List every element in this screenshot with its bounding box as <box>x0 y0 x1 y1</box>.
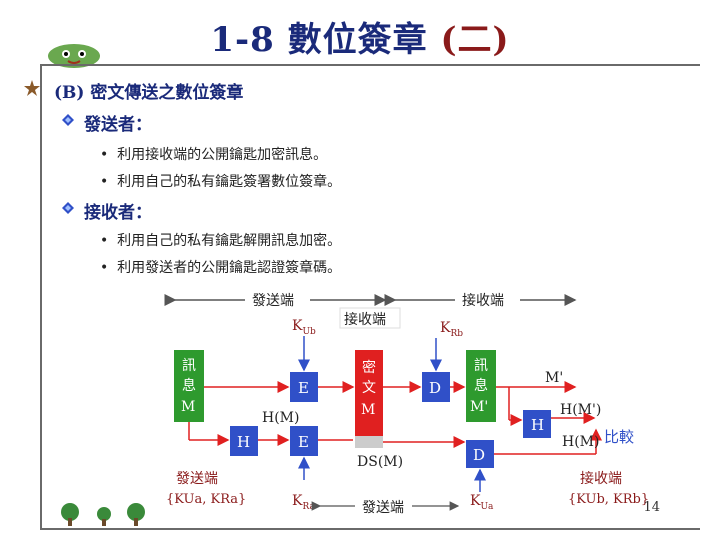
hash-box-label: H <box>237 433 250 451</box>
top-rule <box>40 64 700 66</box>
recv-msg-char-3: M' <box>470 399 488 415</box>
title-main: 1-8 數位簽章 <box>210 20 441 60</box>
receiver-keys-set: {KUb, KRb} <box>568 492 649 507</box>
section-heading: (B) 密文傳送之數位簽章 <box>54 83 244 103</box>
m-prime-label: M' <box>545 370 563 386</box>
receiver-bullet-2: • 利用發送者的公開鑰匙認證簽章碼。 <box>100 260 342 276</box>
key-kua-label: KUa <box>470 493 494 512</box>
cipher-box-char-2: 文 <box>362 380 376 396</box>
cipher-box-char-1: 密 <box>362 359 376 376</box>
diamond-bullet-icon <box>62 202 74 214</box>
key-kra-label: KRa <box>292 493 315 512</box>
recv-msg-char-2: 息 <box>474 377 488 394</box>
sender-end-label: 發送端 <box>252 293 294 309</box>
hm-label: H(M) <box>262 410 299 426</box>
cipher-box-char-3: M <box>361 402 375 418</box>
receiver-bullet-1: • 利用自己的私有鑰匙解開訊息加密。 <box>100 233 342 249</box>
sender-keys-set: {KUa, KRa} <box>166 492 246 507</box>
receiver-label: 接收者： <box>84 203 152 223</box>
msg-box-char-3: M <box>181 399 195 415</box>
sender-label: 發送者： <box>84 115 152 135</box>
star-bullet-icon <box>24 80 40 96</box>
cartoon-decoration-icon <box>48 44 100 68</box>
hm2-label: H(M) <box>562 434 599 450</box>
left-rule <box>40 64 42 530</box>
sign-box-label: E <box>298 433 309 451</box>
sender-bullet-2: • 利用自己的私有鑰匙簽署數位簽章。 <box>100 174 342 190</box>
compare-label: 比較 <box>604 428 634 446</box>
key-krb-label: KRb <box>440 320 463 339</box>
hm-prime-label: H(M') <box>560 402 601 418</box>
signature-diagram: 發送端 接收端 接收端 KUb KRb 訊 息 M E 密 文 M D 訊 息 … <box>164 292 649 517</box>
msg-box-char-2: 息 <box>182 377 196 394</box>
top-receiver-box-label: 接收端 <box>344 311 386 328</box>
recv-msg-char-1: 訊 <box>474 358 488 374</box>
bottom-rule <box>40 528 700 530</box>
receiver-keys-title: 接收端 <box>580 470 622 487</box>
diamond-bullet-icon <box>62 114 74 126</box>
receiver-end-label: 接收端 <box>462 292 504 309</box>
recv-hash-box-label: H <box>531 416 544 434</box>
page-number: 14 <box>643 500 660 515</box>
title-paren: (二) <box>440 20 510 60</box>
ds-label: DS(M) <box>357 454 403 470</box>
page-title: 1-8 數位簽章 (二) <box>0 12 720 61</box>
sender-bullet-1: • 利用接收端的公開鑰匙加密訊息。 <box>100 147 328 163</box>
decrypt-box-label: D <box>429 379 441 397</box>
bottom-sender-box-label: 發送端 <box>362 500 404 516</box>
msg-box-char-1: 訊 <box>182 358 196 374</box>
sender-keys-title: 發送端 <box>176 471 218 487</box>
verify-box-label: D <box>473 446 485 464</box>
key-kub-label: KUb <box>292 318 316 337</box>
trees-decoration-icon <box>61 503 145 526</box>
encrypt-box-label: E <box>298 379 309 397</box>
